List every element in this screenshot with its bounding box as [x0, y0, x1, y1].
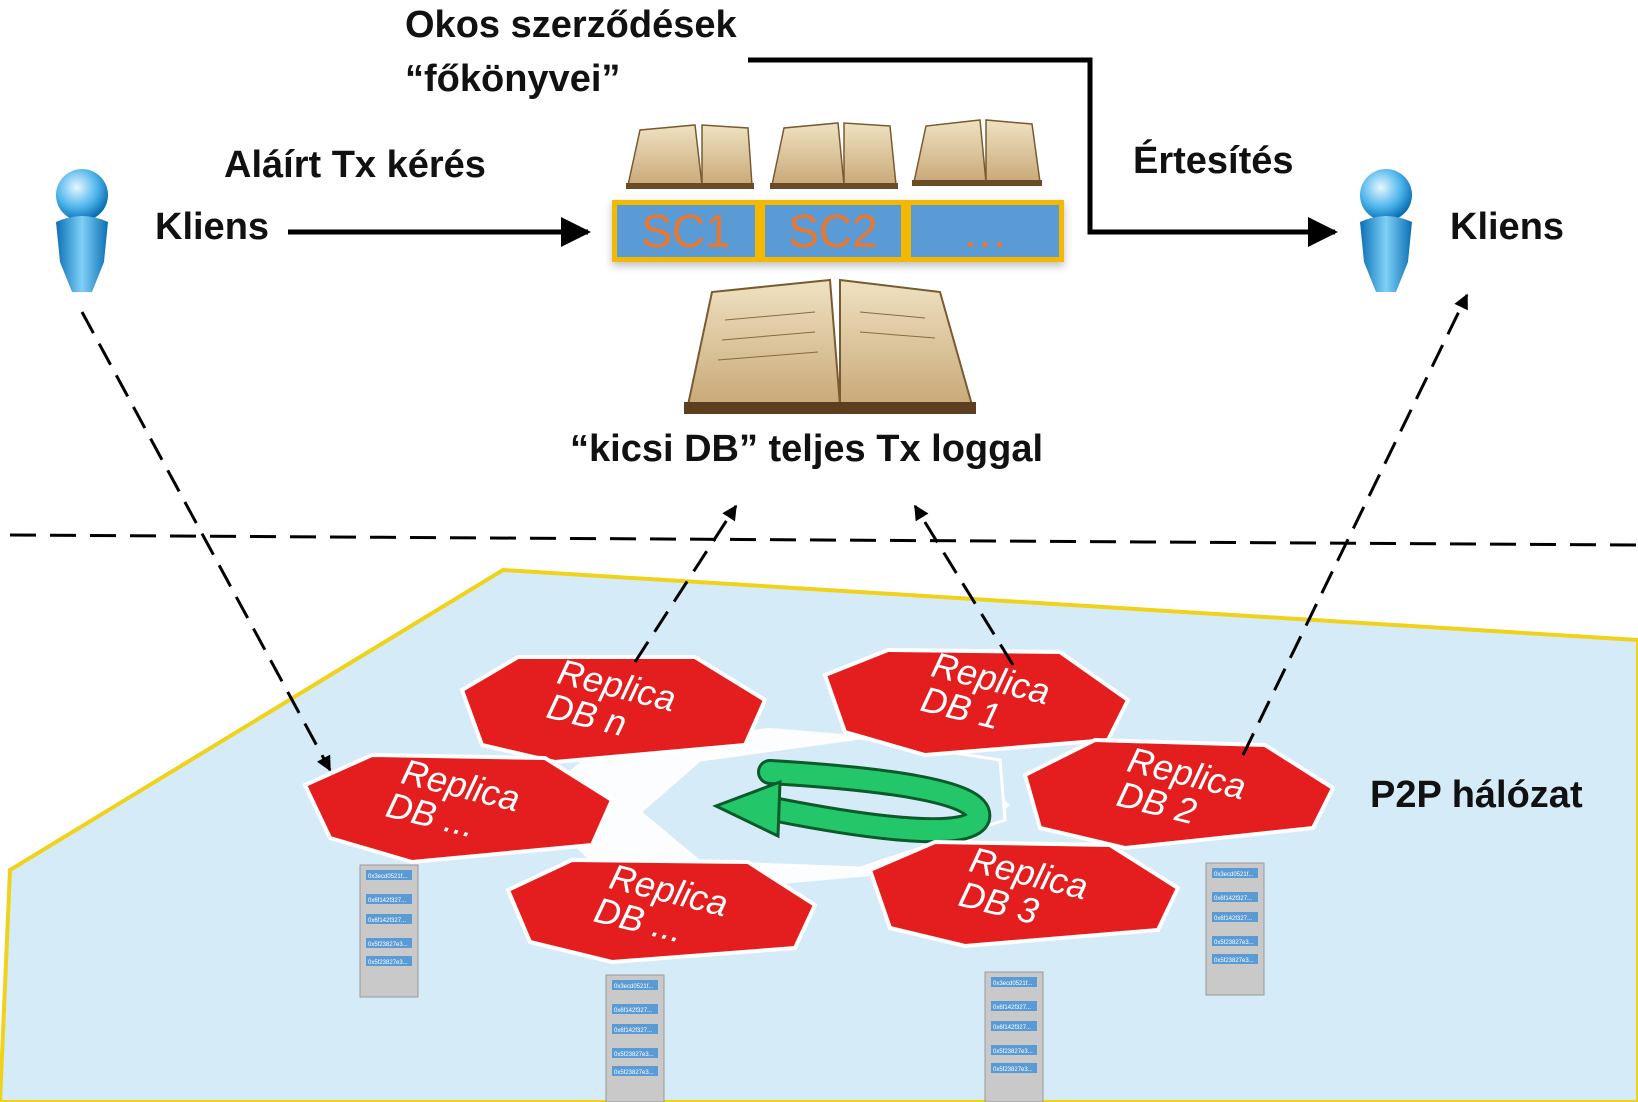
- block-entry: 0x6f142f327...: [993, 1025, 1031, 1031]
- sc-box-2: SC2: [760, 200, 906, 262]
- block-stack-bottom-right: [984, 971, 1044, 1102]
- notification-arrow: [748, 57, 1338, 247]
- signed-request-label: Aláírt Tx kérés: [224, 144, 486, 186]
- block-entry: 0x5f23827e3...: [614, 1052, 654, 1058]
- sc-box-more: …: [906, 200, 1064, 262]
- p2p-network-label: P2P hálózat: [1370, 774, 1583, 816]
- block-entry: 0x6f142f327...: [1214, 896, 1252, 902]
- client-right-label: Kliens: [1450, 206, 1565, 248]
- block-stack-bottom-left: [605, 974, 665, 1102]
- block-entry: 0x5f23827e3...: [1214, 958, 1254, 964]
- block-entry: 0x6f142f327...: [993, 1005, 1031, 1011]
- dashed-arrow-replica-to-db-right: [913, 504, 1015, 666]
- block-entry: 0x6f142f327...: [368, 918, 406, 924]
- ledgers-title-line2: “főkönyvei”: [405, 58, 621, 100]
- block-entry: 0x5f23827e3...: [993, 1049, 1033, 1055]
- block-stack-left: [359, 864, 419, 998]
- block-entry: 0x3ecd0521f...: [1214, 872, 1254, 878]
- client-left-label: Kliens: [155, 206, 270, 248]
- block-entry: 0x3ecd0521f...: [368, 874, 408, 880]
- small-db-label: “kicsi DB” teljes Tx loggal: [570, 428, 1044, 470]
- replica-hex-db-dots-bottom: [505, 857, 818, 965]
- cycle-arrow-icon: [712, 759, 992, 844]
- smart-contract-row: SC1 SC2 …: [612, 200, 1064, 262]
- block-entry: 0x5f23827e3...: [614, 1070, 654, 1076]
- block-entry: 0x6f142f327...: [1214, 916, 1252, 922]
- block-entry: 0x5f23827e3...: [993, 1067, 1033, 1073]
- block-entry: 0x5f23827e3...: [368, 960, 408, 966]
- ledger-book-icon-1: [626, 124, 754, 189]
- replica-hex-db-n: [459, 655, 768, 765]
- ledger-book-icon-2: [770, 122, 898, 189]
- replica-hex-db-dots-left: [302, 752, 615, 865]
- ledger-book-icon-3: [912, 119, 1042, 186]
- separator-line: [9, 533, 1638, 547]
- dashed-arrow-replica-to-client: [1241, 293, 1469, 756]
- replica-hex-db-3: [867, 839, 1181, 949]
- dashed-arrow-client-to-replica: [80, 311, 332, 772]
- notification-label: Értesítés: [1133, 140, 1294, 182]
- replica-hex-db-1: [822, 647, 1131, 758]
- big-ledger-book-icon: [684, 278, 976, 414]
- block-entry: 0x5f23827e3...: [368, 942, 408, 948]
- user-icon-right: [1360, 169, 1412, 292]
- block-entry: 0x3ecd0521f...: [614, 984, 654, 990]
- block-entry: 0x6f142f327...: [368, 898, 406, 904]
- block-entry: 0x6f142f327...: [614, 1028, 652, 1034]
- block-entry: 0x6f142f327...: [614, 1008, 652, 1014]
- sc-box-1: SC1: [612, 200, 760, 262]
- block-entry: 0x3ecd0521f...: [993, 981, 1033, 987]
- dashed-arrow-replica-to-db-left: [633, 504, 738, 663]
- user-icon-left: [56, 169, 108, 292]
- block-stack-right: [1205, 862, 1265, 996]
- replica-hex-db-2: [1022, 737, 1336, 851]
- ledgers-title-line1: Okos szerződések: [405, 4, 737, 46]
- block-entry: 0x5f23827e3...: [1214, 940, 1254, 946]
